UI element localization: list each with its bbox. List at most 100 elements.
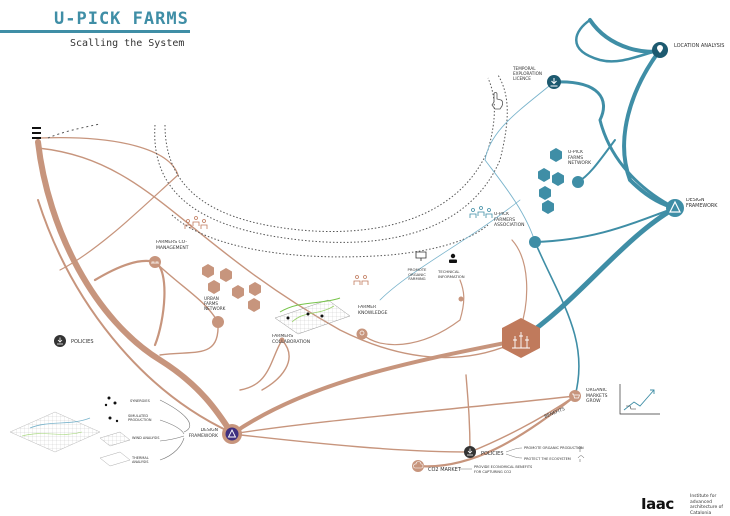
site-model-isometric <box>9 411 101 453</box>
people-icon <box>151 261 159 264</box>
brown-flow-network <box>35 137 577 468</box>
farmer-knowledge-label: FARMER KNOWLEDGE <box>358 305 388 316</box>
promote-organic-production-label: PROMOTE ORGANIC PRODUCTION <box>524 446 584 450</box>
collaboration-grid <box>274 299 351 335</box>
upick-farms-network-node[interactable]: U-PICK FARMS NETWORK <box>538 148 608 214</box>
wind-analysis-label: WIND ANALYSIS <box>132 436 160 440</box>
cloud-icon <box>413 461 424 469</box>
organic-markets-grow-label: ORGANIC MARKETS GROW <box>586 388 608 404</box>
triangle-icon <box>669 200 681 213</box>
location-analysis-label: LOCATION ANALYSIS <box>674 43 724 49</box>
central-hex-node[interactable] <box>502 318 540 358</box>
policies-bottom-node[interactable]: POLICIES PROMOTE ORGANIC PRODUCTION PROT… <box>464 446 585 462</box>
dotted-territory <box>154 74 508 258</box>
farmers-collaboration-label: FARMERS COLLABORATION <box>272 334 311 345</box>
download-icon <box>467 448 473 456</box>
farmers-collaboration-node[interactable]: FARMERS COLLABORATION <box>272 297 351 352</box>
provide-economical-benefits-label: PROVIDE ECONOMICAL BENEFITS FOR CAPTURIN… <box>474 465 533 474</box>
comanagement-to-network <box>154 261 219 323</box>
blue-design-to-assoc <box>534 207 676 243</box>
synergies-item[interactable]: SYNERGIES <box>104 396 151 407</box>
blue-licence-to-design <box>552 80 677 210</box>
promote-organic-farming-node[interactable]: PROMOTE ORGANIC FARMING <box>402 251 432 292</box>
temporal-licence-label: TEMPORAL EXPLORATION LICENCE <box>513 66 543 81</box>
analysis-list: SYNERGIES SIMULATED PRODUCTION WIND ANAL… <box>99 396 161 468</box>
location-analysis-node[interactable]: LOCATION ANALYSIS <box>652 42 724 58</box>
urban-farms-network-node[interactable]: URBAN FARMS NETWORK <box>202 264 261 328</box>
network-to-left-framework <box>159 321 219 356</box>
blue-top-loop <box>575 18 662 63</box>
policies-left-node[interactable]: POLICIES <box>54 335 94 347</box>
design-left-to-market <box>231 395 576 435</box>
dotted-outer <box>154 74 508 243</box>
knowledge-to-hex <box>361 279 465 346</box>
cart-icon <box>572 393 580 399</box>
design-framework-left-node[interactable]: DESIGN FRAMEWORK <box>184 424 242 444</box>
farmer-people-icon <box>353 275 369 285</box>
design-left-to-hex <box>230 338 522 436</box>
design-left-to-policies <box>231 433 471 453</box>
thermal-analysis-item[interactable]: THERMAL ANALYSIS <box>99 451 160 468</box>
iaac-logo: Iaac <box>641 495 674 513</box>
simulated-production-item[interactable]: SIMULATED PRODUCTION <box>108 414 161 426</box>
co2-market-label: CO2 MARKET <box>428 467 462 473</box>
policies-left-label: POLICIES <box>71 339 94 345</box>
dotted-lower <box>171 214 489 258</box>
protect-ecosystem-label: PROTECT THE ECOSYSTEM <box>524 457 571 461</box>
temporal-licence-node[interactable]: TEMPORAL EXPLORATION LICENCE <box>513 66 561 89</box>
assoc-to-hex <box>511 239 528 331</box>
spine-to-design-left <box>37 199 231 433</box>
growth-chart-icon <box>619 384 660 415</box>
farmers-comanagement-label: FARMERS CO-MANAGEMENT <box>156 240 189 251</box>
policies-down <box>465 374 471 453</box>
technical-information-node[interactable]: TECHNICAL INFORMATION <box>438 253 472 288</box>
blue-main-trunk <box>588 18 677 210</box>
simulated-production-label: SIMULATED PRODUCTION <box>128 414 152 423</box>
main-brown-spine <box>35 139 235 437</box>
farmer-knowledge-node[interactable]: FARMER KNOWLEDGE <box>353 275 398 340</box>
presentation-icon <box>415 251 427 261</box>
urban-farms-network-label: URBAN FARMS NETWORK <box>204 296 226 311</box>
promote-organic-farming-label: PROMOTE ORGANIC FARMING <box>407 268 427 282</box>
wind-analysis-item[interactable]: WIND ANALYSIS <box>99 431 160 448</box>
thermal-analysis-label: THERMAL ANALYSIS <box>132 456 149 465</box>
iaac-logo-text: Institute for advanced architecture of C… <box>690 494 723 516</box>
upick-farmers-association-node[interactable]: U-PICK FARMERS ASSOCIATION <box>469 206 541 249</box>
people-group-icon <box>469 206 493 218</box>
farmers-comanagement-node[interactable]: FARMERS CO-MANAGEMENT <box>149 240 216 268</box>
blue-thin-knowledge <box>379 199 521 301</box>
download-icon <box>550 78 558 87</box>
market-to-policies <box>469 395 576 453</box>
page-title: U-PICK FARMS <box>54 9 189 29</box>
dotted-start-mark <box>47 123 101 139</box>
dotted-inner <box>164 77 495 233</box>
big-outer-arc <box>37 147 521 359</box>
comanagement-arc <box>93 259 166 347</box>
page-subtitle: Scalling the System <box>70 38 185 49</box>
technical-information-label: TECHNICAL INFORMATION <box>438 270 465 279</box>
bulb-icon <box>359 330 365 336</box>
blue-design-to-hex <box>517 205 678 343</box>
collaboration-links <box>279 297 341 313</box>
blue-assoc-to-market <box>534 241 580 397</box>
analysis-fan-lines <box>159 399 191 461</box>
design-framework-right-label: DESIGN FRAMEWORK <box>686 198 718 209</box>
blue-thin-licence <box>484 81 555 243</box>
co2-market-node[interactable]: CO2 MARKET PROVIDE ECONOMICAL BENEFITS F… <box>412 460 554 479</box>
organic-markets-grow-node[interactable]: ORGANIC MARKETS GROW <box>569 384 660 415</box>
triangle-icon <box>227 428 237 438</box>
design-framework-left-label: DESIGN FRAMEWORK <box>188 428 218 439</box>
person-icon <box>449 253 457 263</box>
organic-sprout-icon <box>577 446 585 462</box>
title-underline <box>0 30 190 33</box>
upick-farmers-association-label: U-PICK FARMERS ASSOCIATION <box>494 212 525 228</box>
upper-arc <box>39 137 179 271</box>
benefits-label: BENEFITS <box>544 406 566 420</box>
download-icon <box>57 337 63 345</box>
technical-dot <box>458 296 464 302</box>
design-framework-right-node[interactable]: DESIGN FRAMEWORK <box>666 198 728 217</box>
policies-bottom-label: POLICIES <box>481 451 504 457</box>
hand-touch-icon <box>491 92 504 110</box>
start-bars-icon <box>32 127 41 139</box>
